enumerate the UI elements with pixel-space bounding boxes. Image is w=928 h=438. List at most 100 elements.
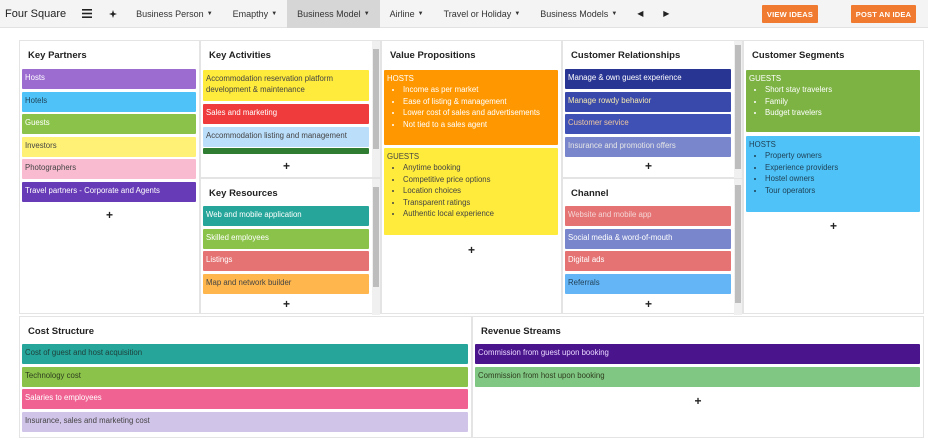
guests-segment-list: Short stay travelersFamilyBudget travele… (765, 84, 917, 119)
panel-title: Key Resources (209, 188, 278, 199)
activity-card-partial[interactable] (203, 148, 369, 154)
add-card-button[interactable]: + (282, 159, 290, 173)
revenue-streams-panel: Revenue Streams Commission from guest up… (472, 316, 924, 438)
bullet-item: Tour operators (765, 185, 917, 197)
canvas-card[interactable]: Travel partners - Corporate and Agents (22, 182, 196, 202)
canvas-card[interactable]: Investors (22, 136, 196, 157)
add-card-button[interactable]: + (105, 208, 113, 222)
canvas-card[interactable]: Accommodation listing and management (203, 127, 369, 147)
caret-right-icon[interactable]: ▶ (663, 9, 670, 18)
canvas-card[interactable]: Hosts (22, 69, 196, 89)
guests-value-list: Anytime bookingCompetitive price options… (403, 162, 555, 220)
canvas-card[interactable]: Insurance and promotion offers (565, 136, 731, 157)
scrollbar[interactable] (734, 41, 742, 179)
chevron-down-icon: ▼ (363, 10, 370, 17)
canvas-card[interactable]: Map and network builder (203, 273, 369, 294)
add-card-button[interactable]: + (644, 159, 652, 173)
chevron-down-icon: ▼ (417, 10, 424, 17)
value-propositions-panel: Value Propositions HOSTS Income as per m… (381, 40, 562, 314)
scroll-thumb[interactable] (373, 49, 379, 149)
canvas-card[interactable]: Technology cost (22, 366, 468, 387)
value-card-guests[interactable]: GUESTS Anytime bookingCompetitive price … (384, 148, 558, 235)
canvas-card[interactable]: Salaries to employees (22, 389, 468, 410)
canvas-card[interactable]: Manage & own guest experience (565, 69, 731, 89)
panel-title: Channel (571, 188, 609, 199)
scrollbar[interactable] (372, 41, 380, 177)
nav-item-label: Airline (389, 8, 415, 19)
view-ideas-button[interactable]: VIEW IDEAS (762, 5, 818, 23)
panel-title: Key Activities (209, 50, 271, 61)
canvas-card[interactable]: Cost of guest and host acquisition (22, 344, 468, 364)
canvas-card[interactable]: Digital ads (565, 251, 731, 272)
post-idea-button[interactable]: POST AN IDEA (851, 5, 916, 23)
canvas-card[interactable]: Hotels (22, 91, 196, 112)
add-card-button[interactable]: + (467, 243, 475, 257)
card-heading: GUESTS (749, 74, 782, 83)
nav-item-business-person[interactable]: Business Person▼ (126, 0, 223, 28)
canvas-card[interactable]: Commission from guest upon booking (475, 344, 920, 364)
hosts-segment-list: Property ownersExperience providersHoste… (765, 150, 917, 196)
scroll-thumb[interactable] (735, 185, 741, 303)
canvas-card[interactable]: Accommodation reservation platform devel… (203, 70, 369, 101)
bullet-item: Hostel owners (765, 173, 917, 185)
canvas-card[interactable]: Referrals (565, 273, 731, 294)
bullet-item: Lower cost of sales and advertisements (403, 107, 555, 119)
add-card-button[interactable]: + (282, 297, 290, 311)
canvas-card[interactable]: Commission from host upon booking (475, 366, 920, 387)
hosts-value-list: Income as per marketEase of listing & ma… (403, 84, 555, 130)
pin-icon[interactable] (100, 0, 126, 28)
canvas-card[interactable]: Customer service (565, 114, 731, 135)
nav-item-travel-or-holiday[interactable]: Travel or Holiday▼ (434, 0, 531, 28)
canvas-card[interactable]: Sales and marketing (203, 104, 369, 124)
bullet-item: Property owners (765, 150, 917, 162)
canvas-card[interactable]: Social media & word-of-mouth (565, 228, 731, 249)
bullet-item: Income as per market (403, 84, 555, 96)
canvas-card[interactable]: Insurance, sales and marketing cost (22, 411, 468, 432)
nav-item-business-model[interactable]: Business Model▼ (287, 0, 380, 28)
bullet-item: Not tied to a sales agent (403, 119, 555, 131)
canvas-card[interactable]: Manage rowdy behavior (565, 91, 731, 112)
nav-item-business-models[interactable]: Business Models▼ (530, 0, 627, 28)
bullet-item: Location choices (403, 185, 555, 197)
brand-title[interactable]: Four Square (5, 7, 67, 20)
bullet-item: Transparent ratings (403, 197, 555, 209)
canvas-card[interactable]: Guests (22, 114, 196, 135)
scroll-thumb[interactable] (735, 45, 741, 169)
panel-title: Cost Structure (28, 326, 94, 337)
canvas-card[interactable]: Photographers (22, 159, 196, 180)
panel-title: Customer Relationships (571, 50, 681, 61)
bullet-item: Anytime booking (403, 162, 555, 174)
canvas-card[interactable]: Listings (203, 251, 369, 272)
canvas-card[interactable]: Website and mobile app (565, 206, 731, 226)
nav-item-airline[interactable]: Airline▼ (380, 0, 434, 28)
scroll-thumb[interactable] (373, 187, 379, 287)
caret-left-icon[interactable]: ◀ (637, 9, 644, 18)
key-resources-panel: Key Resources Web and mobile application… (200, 178, 381, 315)
bullet-item: Budget travelers (765, 107, 917, 119)
add-card-button[interactable]: + (644, 297, 652, 311)
nav-item-label: Business Models (540, 8, 609, 19)
canvas-card[interactable]: Skilled employees (203, 228, 369, 249)
scrollbar[interactable] (372, 179, 380, 315)
bullet-item: Ease of listing & management (403, 96, 555, 108)
value-card-hosts[interactable]: HOSTS Income as per marketEase of listin… (384, 70, 558, 145)
scrollbar[interactable] (734, 179, 742, 315)
chevron-down-icon: ▼ (514, 10, 521, 17)
panel-title: Revenue Streams (481, 326, 561, 337)
add-card-button[interactable]: + (694, 394, 702, 408)
nav-item-label: Travel or Holiday (443, 8, 512, 19)
segment-card-hosts[interactable]: HOSTS Property ownersExperience provider… (746, 136, 920, 212)
canvas-card[interactable]: Web and mobile application (203, 206, 369, 226)
segment-card-guests[interactable]: GUESTS Short stay travelersFamilyBudget … (746, 70, 920, 132)
chevron-down-icon: ▼ (271, 10, 278, 17)
customer-relationships-panel: Customer Relationships Manage & own gues… (562, 40, 743, 179)
add-card-button[interactable]: + (829, 219, 837, 233)
nav-item-emapthy[interactable]: Emapthy▼ (223, 0, 287, 28)
bullet-item: Authentic local experience (403, 208, 555, 220)
hamburger-menu-icon[interactable] (74, 0, 100, 28)
key-activities-panel: Key Activities Accommodation reservation… (200, 40, 381, 178)
chevron-down-icon: ▼ (611, 10, 618, 17)
nav-item-label: Business Model (297, 8, 361, 19)
